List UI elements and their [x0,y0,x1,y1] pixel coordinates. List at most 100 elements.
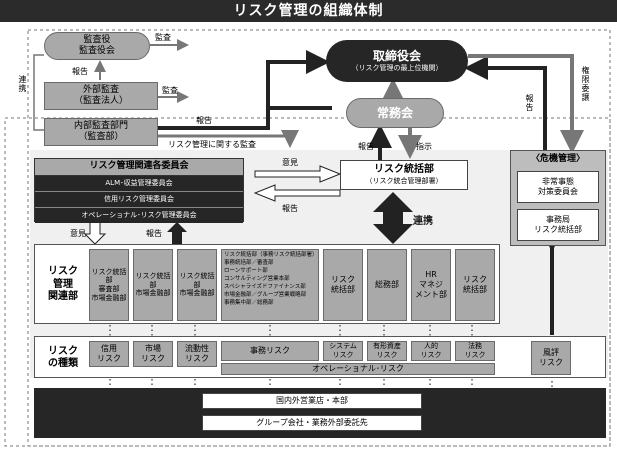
managing-board-node: 常務会 [346,98,444,128]
diagram-title: リスク管理の組織体制 [0,0,617,22]
cooperation-label: 連携 [413,216,433,227]
crisis-title: 〈危機管理〉 [530,154,585,165]
dept-text: 統括部 [331,285,355,294]
related-dept-cell: リスク統括部 審査部 市場金融部 [89,249,129,321]
dept-text: 市場金融部 [179,289,215,298]
delegation-label: 権限委譲 [581,66,590,102]
related-dept-cell: リスク 統括部 [323,249,363,321]
dept-text: ローンサポート部 [224,267,268,274]
auditors-audit-label: 監査 [155,33,171,42]
external-report-label: 報告 [72,67,88,76]
internal-audit-node: 内部監査部門 （監査部） [44,118,158,146]
committees-title: リスク管理関連各委員会 [35,159,243,176]
managing-board-label: 常務会 [376,105,413,120]
risk-type-cell: システム リスク [323,341,363,361]
crisis-box1-line1: 非常事態 [542,177,574,186]
internal-audit-line1: 内部監査部門 [73,120,128,131]
board-line1: 取締役会 [372,49,421,64]
committee-report-label: 報告 [146,229,162,238]
dept-text: リスク統括部 [91,267,127,285]
board-node: 取締役会 （リスク管理の最上位機関） [326,40,468,82]
dept-text: リスク [463,275,487,284]
internal-audit-line2: （監査部） [78,132,124,142]
dept-text: リスク統括部 [179,271,215,289]
dept-text: 市場金融部／グループ営業戦略部 [224,291,307,298]
crisis-box2-line2: リスク統括部 [534,225,582,234]
crisis-report-label: 報告 [525,94,534,112]
related-dept-cell: HR マネジ メント部 [411,249,451,321]
risk-type-cell: 流動性 リスク [177,341,217,367]
coordination-label: 連携 [18,75,27,93]
risk-text: 風評 [543,348,559,357]
risk-text: 信用 [101,344,117,353]
opinion-label: 意見 [282,158,298,167]
risk-text: リスク [141,354,165,363]
risk-text: 流動性 [185,344,209,353]
dept-text: コンサルティング営業本部 [224,275,290,282]
risk-text: 事務リスク [250,346,290,355]
dept-text: 市場金融部 [91,293,127,302]
risk-division-node: リスク統括部 （リスク統合管理部署） [340,160,468,190]
dept-text: リスク [331,275,355,284]
report-label: 報告 [282,204,298,213]
domestic-branches-box: 国内外営業店・本部 [202,393,422,409]
risk-type-cell: 有形資産 リスク [367,341,407,361]
dept-text: リスク統括部 [135,271,171,289]
related-dept-cell: リスク統括部 市場金融部 [177,249,217,321]
risk-text: リスク [332,351,354,359]
crisis-secretariat-box: 事務局 リスク統括部 [517,209,599,241]
risk-types-label: リスク の種類 [39,341,87,375]
dept-text: 事務集中部／総務部 [224,299,274,306]
risk-division-line1: リスク統括部 [374,164,434,176]
external-audit-node: 外部監査 （監査法人） [44,82,158,110]
auditors-line1: 監査役 [83,34,111,45]
dept-text: 事務統括部／審査部 [224,259,274,266]
related-dept-cell: リスク 統括部 [455,249,495,321]
risk-text: 人的 [424,342,438,351]
committee-alm: ALM･収益管理委員会 [35,176,243,192]
risk-type-cell: 法務 リスク [455,341,495,361]
dotted-frame-outer [27,29,611,447]
risk-types-line1: リスク [48,345,78,357]
risk-type-cell: 信用 リスク [89,341,129,367]
group-companies-box: グループ会社・業務外部委託先 [202,415,422,431]
risk-type-cell: 市場 リスク [133,341,173,367]
risk-types-panel: リスク の種類 信用 リスク 市場 リスク 流動性 リスク 事務リスク システム… [34,336,606,378]
crisis-panel: 〈危機管理〉 非常事態 対策委員会 事務局 リスク統括部 [510,150,606,246]
crisis-box1-line2: 対策委員会 [538,187,578,196]
dept-text: マネジ [419,280,443,289]
managing-instruction-label: 指示 [416,142,432,151]
dept-text: メント部 [415,290,447,299]
risk-text: リスク [185,354,209,363]
bottom-band: 国内外営業店・本部 グループ会社・業務外部委託先 [34,388,606,438]
related-departments-label: リスク 管理 関連部 [39,255,87,315]
risk-text: 法務 [468,342,482,351]
risk-text: リスク [376,351,398,359]
risk-division-line2: （リスク統合管理部署） [365,176,443,185]
related-label-line3: 関連部 [48,291,78,303]
related-label-line2: 管理 [53,278,73,290]
dept-text: 統括部 [463,285,487,294]
risk-text: 有形資産 [373,342,401,351]
auditors-node: 監査役 監査役会 [44,32,150,60]
board-line2: （リスク管理の最上位機関） [351,64,443,73]
risk-type-cell: 人的 リスク [411,341,451,361]
committees-panel: リスク管理関連各委員会 ALM･収益管理委員会 信用リスク管理委員会 オペレーシ… [34,158,244,223]
dotted-frame-inner [4,117,611,447]
risk-text: リスク [420,351,442,359]
external-audit-line1: 外部監査 [82,84,119,95]
dept-text: リスク統括部（事務リスク統括部署） [224,252,318,258]
related-dept-cell-operational: リスク統括部（事務リスク統括部署） 事務統括部／審査部 ローンサポート部 コンサ… [221,249,319,321]
committee-operational: オペレーショナル･リスク管理委員会 [35,208,243,223]
risk-text: リスク [97,354,121,363]
related-dept-cell: 総務部 [367,249,407,321]
internal-report-label: 報告 [196,116,212,125]
external-audit-line2: （監査法人） [73,96,128,106]
risk-text: 市場 [145,344,161,353]
managing-report-label: 報告 [358,142,374,151]
dept-text: 市場金融部 [135,289,171,298]
related-label-line1: リスク [48,266,78,278]
crisis-committee-box: 非常事態 対策委員会 [517,171,599,203]
risk-text: リスク [539,358,563,367]
committee-credit: 信用リスク管理委員会 [35,192,243,208]
